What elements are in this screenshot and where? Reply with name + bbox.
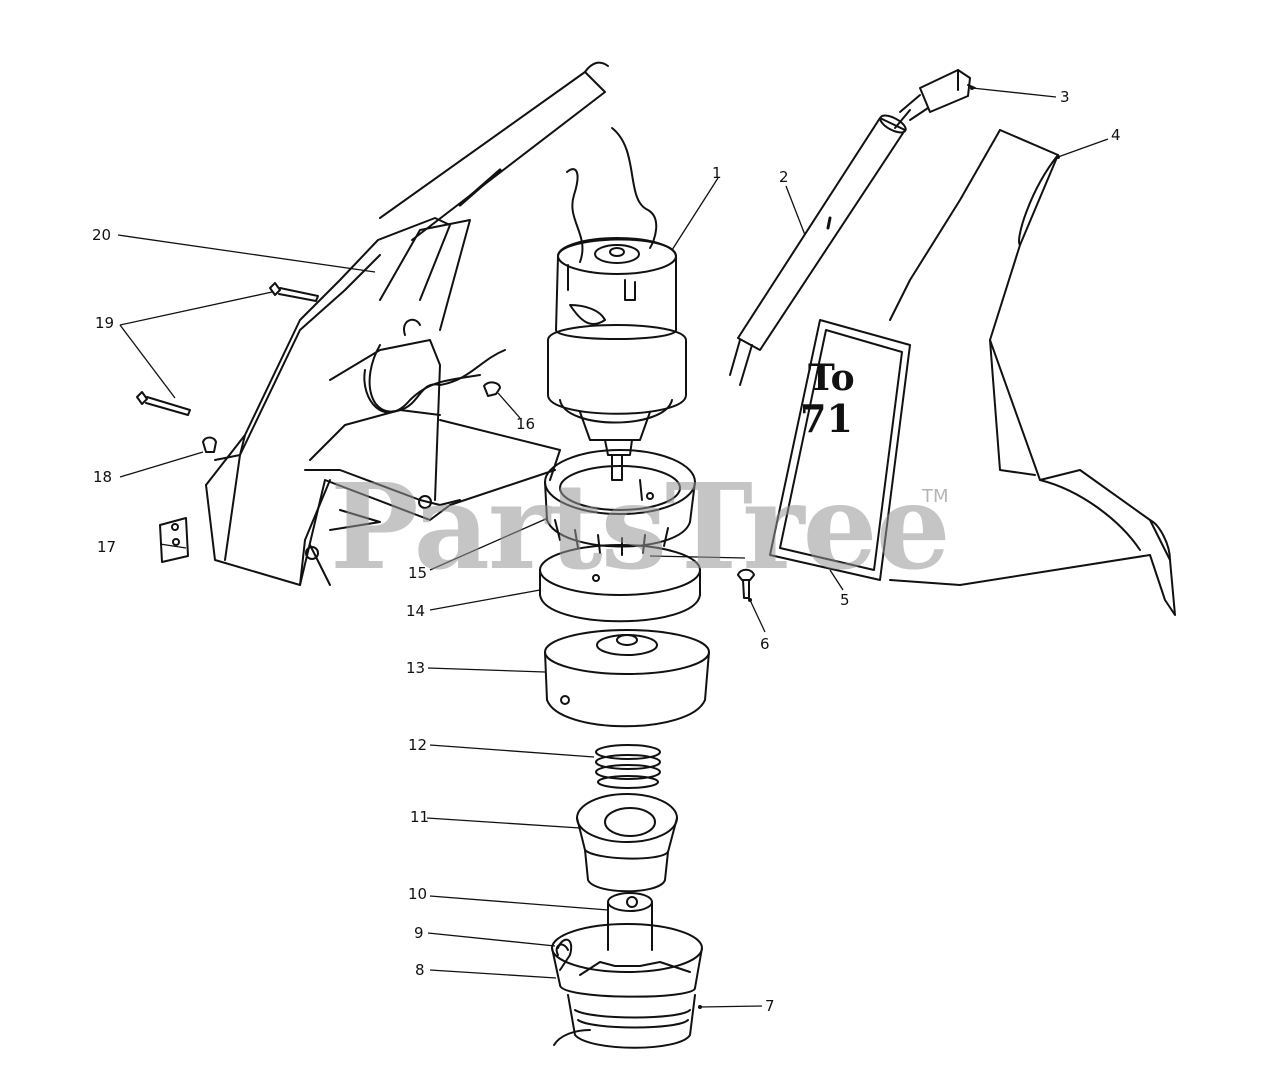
tube-2: [729, 109, 911, 386]
watermark: PartsTree: [330, 457, 951, 596]
callout-18: 18: [93, 468, 113, 486]
screw-6: [737, 568, 755, 599]
decal-5: [769, 319, 911, 581]
callout-14: 14: [406, 602, 426, 620]
screw-18: [202, 436, 217, 453]
motor-housing-left: [205, 61, 609, 586]
callout-16: 16: [516, 415, 536, 433]
watermark-tm: TM: [922, 486, 949, 507]
screw-16: [483, 381, 501, 397]
callout-1: 1: [712, 164, 722, 182]
callout-11: 11: [410, 808, 430, 826]
hub-10: [607, 892, 653, 951]
callout-6: 6: [760, 635, 770, 653]
callout-4: 4: [1111, 126, 1121, 144]
callout-12: 12: [408, 736, 428, 754]
flange-14: [539, 544, 701, 623]
spool-housing-13: [544, 629, 710, 728]
leader-lines: [117, 87, 1109, 1008]
spool-8: [551, 923, 703, 1049]
motor-1: [547, 127, 687, 481]
plug-3: [899, 69, 976, 121]
callout-10: 10: [408, 885, 428, 903]
callout-9: 9: [414, 924, 424, 942]
callout-8: 8: [415, 961, 425, 979]
spring-12: [595, 744, 661, 789]
callout-5: 5: [840, 591, 850, 609]
callout-3: 3: [1060, 88, 1070, 106]
decal-text-line1: To: [808, 357, 855, 399]
callout-2: 2: [779, 168, 789, 186]
callout-20: 20: [92, 226, 112, 244]
screws-19: [136, 282, 319, 416]
callout-17: 17: [97, 538, 117, 556]
decal-text-line2: 71: [800, 396, 853, 441]
coupling-15: [544, 449, 696, 556]
housing-right-4: [889, 129, 1176, 616]
line-clip-9: [557, 938, 573, 971]
cup-11: [576, 793, 678, 893]
callout-7: 7: [765, 997, 775, 1015]
plate-17: [159, 517, 189, 563]
callout-13: 13: [406, 659, 426, 677]
callout-15: 15: [408, 564, 428, 582]
leader-dots: [698, 86, 1060, 1009]
callout-19: 19: [95, 314, 115, 332]
